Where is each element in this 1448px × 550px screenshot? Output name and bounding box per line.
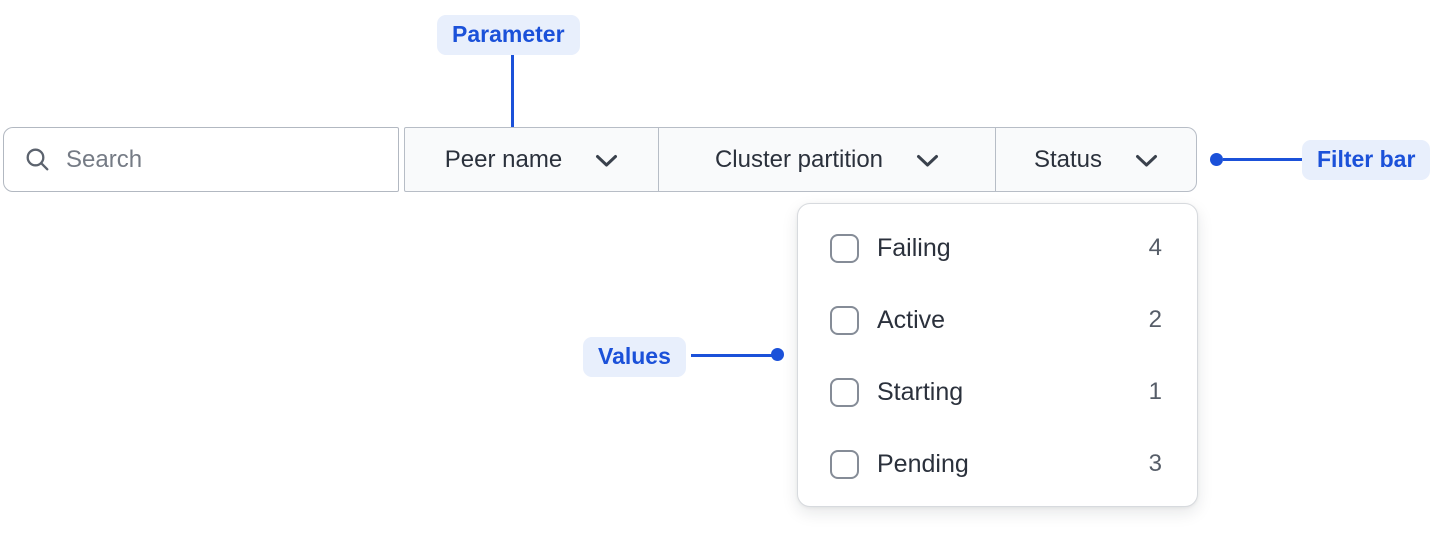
option-label: Pending	[877, 449, 969, 478]
filter-bar: Peer name Cluster partition Status	[3, 127, 1197, 192]
chevron-down-icon	[1135, 154, 1158, 168]
failing-checkbox[interactable]	[830, 233, 859, 263]
filter-bar-connector-line	[1223, 158, 1302, 161]
active-checkbox[interactable]	[830, 305, 859, 335]
peer-name-dropdown[interactable]: Peer name	[405, 128, 659, 191]
option-count: 1	[1148, 378, 1162, 405]
status-dropdown[interactable]: Status	[996, 128, 1196, 191]
status-option-pending[interactable]: Pending 3	[798, 428, 1197, 500]
pending-checkbox[interactable]	[830, 449, 859, 479]
status-option-starting[interactable]: Starting 1	[798, 356, 1197, 428]
status-option-active[interactable]: Active 2	[798, 284, 1197, 356]
search-input[interactable]	[66, 145, 382, 174]
status-option-failing[interactable]: Failing 4	[798, 212, 1197, 284]
chevron-down-icon	[916, 154, 939, 168]
search-box[interactable]	[3, 127, 399, 192]
values-connector-line	[691, 354, 772, 357]
values-connector-dot	[771, 348, 784, 361]
option-count: 3	[1148, 450, 1162, 477]
cluster-partition-dropdown-label: Cluster partition	[714, 145, 884, 173]
chevron-down-icon	[595, 154, 618, 168]
filter-bar-callout-badge: Filter bar	[1302, 140, 1431, 180]
filter-dropdown-group: Peer name Cluster partition Status	[404, 127, 1197, 192]
option-label: Starting	[877, 377, 964, 406]
filter-bar-seam	[399, 127, 404, 192]
status-dropdown-label: Status	[1033, 145, 1103, 173]
cluster-partition-dropdown[interactable]: Cluster partition	[659, 128, 996, 191]
option-count: 2	[1148, 306, 1162, 333]
option-label: Active	[877, 305, 946, 334]
option-label: Failing	[877, 233, 951, 262]
filter-bar-connector-dot	[1210, 153, 1223, 166]
parameter-connector-line	[511, 55, 514, 135]
peer-name-dropdown-label: Peer name	[444, 145, 563, 173]
status-dropdown-panel: Failing 4 Active 2 Starting 1 Pending 3	[797, 203, 1198, 507]
values-callout-badge: Values	[583, 337, 686, 377]
starting-checkbox[interactable]	[830, 377, 859, 407]
parameter-callout-badge: Parameter	[437, 15, 580, 55]
option-count: 4	[1148, 234, 1162, 261]
search-icon	[26, 148, 49, 171]
